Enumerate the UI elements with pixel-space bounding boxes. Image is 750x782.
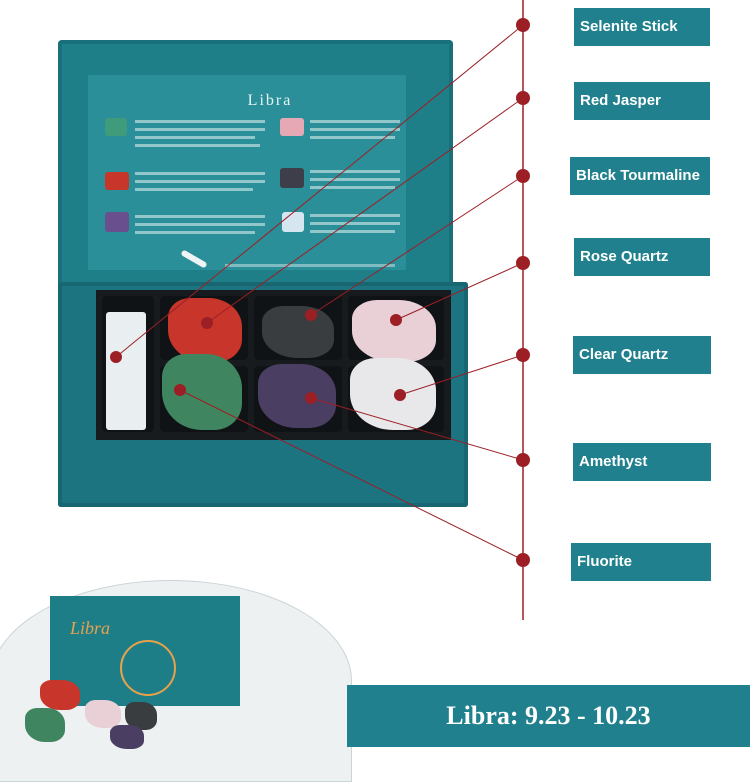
lid-text-line <box>135 188 253 191</box>
lid-text-line <box>310 222 400 225</box>
stone-selenite <box>106 312 146 430</box>
callout-line-fluorite <box>179 389 524 561</box>
callout-line-red-jasper <box>206 97 524 324</box>
stone-dot <box>305 309 317 321</box>
lid-gem-tourmaline <box>280 168 304 188</box>
callout-line-rose-quartz <box>395 262 524 321</box>
callout-dot <box>516 553 530 567</box>
lid-text-line <box>310 136 395 139</box>
inset-stone <box>25 708 65 742</box>
lid-gem-amethyst <box>105 212 129 232</box>
label-fluorite: Fluorite <box>571 543 711 581</box>
lid-text-line <box>135 231 255 234</box>
callout-lines <box>110 0 530 620</box>
lid-text-line <box>310 128 400 131</box>
lid-gem-fluorite <box>105 118 127 136</box>
label-black-tourmaline: Black Tourmaline <box>570 157 710 195</box>
lid-text-line <box>310 120 400 123</box>
lid-text-line <box>310 230 395 233</box>
stone-dot <box>201 317 213 329</box>
inset-title: Libra <box>70 618 111 638</box>
stone-dot <box>394 389 406 401</box>
lid-text-line <box>135 180 265 183</box>
callout-dot <box>516 91 530 105</box>
stone-red-jasper <box>168 298 242 362</box>
stone-rose-quartz <box>352 300 436 362</box>
callout-dot <box>516 453 530 467</box>
inset-stone <box>85 700 121 728</box>
lid-text-line <box>135 120 265 123</box>
stone-dot <box>174 384 186 396</box>
inset-zodiac-emblem <box>120 640 176 696</box>
inset-stone <box>110 725 144 749</box>
stone-clear-quartz <box>350 358 436 430</box>
lid-gem-red-jasper <box>105 172 129 190</box>
callout-dot <box>516 169 530 183</box>
lid-text-line <box>135 215 265 218</box>
lid-text-line <box>310 170 400 173</box>
inset-stone <box>40 680 80 710</box>
lid-text-line <box>310 186 395 189</box>
label-clear-quartz: Clear Quartz <box>573 336 711 374</box>
lid-text-line <box>135 223 265 226</box>
callout-line-selenite <box>115 24 524 358</box>
label-red-jasper: Red Jasper <box>574 82 710 120</box>
callout-line-amethyst <box>310 397 524 461</box>
lid-gem-rose-quartz <box>280 118 304 136</box>
callout-dot <box>516 348 530 362</box>
date-banner: Libra: 9.23 - 10.23 <box>347 685 750 747</box>
lid-text-line <box>135 128 265 131</box>
callout-dot <box>516 18 530 32</box>
callout-line-black-tourmaline <box>310 175 524 316</box>
stone-amethyst <box>258 364 336 428</box>
lid-text-line <box>135 136 255 139</box>
stone-dot <box>305 392 317 404</box>
label-selenite-stick: Selenite Stick <box>574 8 710 46</box>
lid-title: Libra <box>247 92 293 109</box>
callout-dot <box>516 256 530 270</box>
lid-text-line <box>135 144 260 147</box>
label-amethyst: Amethyst <box>573 443 711 481</box>
callout-line-clear-quartz <box>399 354 524 396</box>
lid-text-line <box>135 172 265 175</box>
stone-black-tourmaline <box>262 306 334 358</box>
lid-footnote-line <box>225 264 395 267</box>
stone-dot <box>110 351 122 363</box>
stone-dot <box>390 314 402 326</box>
lid-text-line <box>310 178 400 181</box>
lid-text-line <box>310 214 400 217</box>
label-rose-quartz: Rose Quartz <box>574 238 710 276</box>
